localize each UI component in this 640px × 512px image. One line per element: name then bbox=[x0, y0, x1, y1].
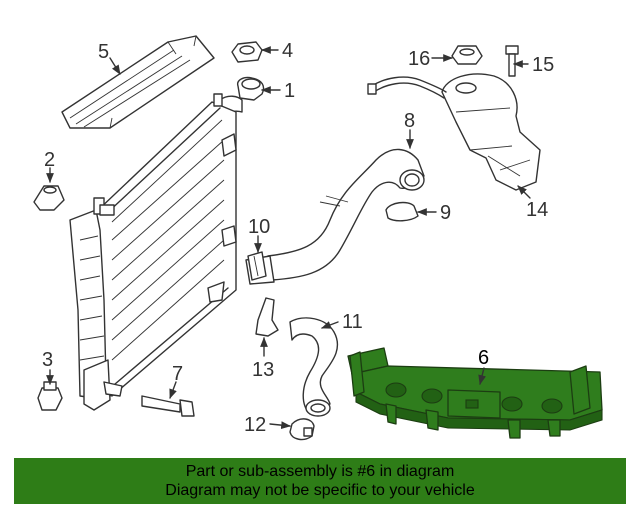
part-13-bracket bbox=[255, 297, 279, 337]
part-15-bolt bbox=[505, 45, 519, 77]
callout-7: 7 bbox=[172, 363, 183, 385]
callout-8: 8 bbox=[404, 110, 415, 132]
part-12-clamp bbox=[289, 418, 315, 441]
callout-labels: 5 4 1 2 3 6 7 8 9 10 11 12 13 14 15 16 bbox=[42, 40, 554, 436]
part-10-bracket bbox=[247, 251, 267, 281]
radiator bbox=[69, 93, 237, 411]
callout-9: 9 bbox=[440, 202, 451, 224]
part-9-clamp bbox=[385, 201, 419, 222]
callout-leaders bbox=[46, 46, 531, 430]
callout-10: 10 bbox=[248, 216, 270, 238]
part-4-cap bbox=[231, 41, 263, 63]
part-7-bolt bbox=[141, 395, 195, 417]
callout-2: 2 bbox=[44, 149, 55, 171]
callout-12: 12 bbox=[244, 414, 266, 436]
part-6-lower-deflector-highlighted bbox=[347, 347, 603, 439]
callout-3: 3 bbox=[42, 349, 53, 371]
callout-4: 4 bbox=[282, 40, 293, 62]
part-14-reservoir bbox=[367, 73, 541, 191]
part-3-isolator bbox=[37, 381, 63, 411]
callout-14: 14 bbox=[526, 199, 548, 221]
part-5-air-deflector bbox=[61, 35, 215, 129]
callout-16: 16 bbox=[408, 48, 430, 70]
part-11-lower-hose bbox=[289, 317, 339, 417]
part-2-grommet bbox=[33, 185, 65, 211]
callout-11: 11 bbox=[342, 311, 363, 333]
callout-5: 5 bbox=[98, 41, 109, 63]
banner-line-part-number: Part or sub-assembly is #6 in diagram bbox=[185, 463, 455, 480]
part-16-cap bbox=[451, 45, 483, 65]
callout-13: 13 bbox=[252, 359, 274, 381]
parts-diagram: 5 4 1 2 3 6 7 8 9 10 11 12 13 14 15 16 bbox=[33, 35, 603, 441]
callout-1: 1 bbox=[284, 80, 295, 102]
notice-banner: Part or sub-assembly is #6 in diagram Di… bbox=[14, 458, 626, 504]
callout-6: 6 bbox=[478, 347, 489, 369]
banner-line-disclaimer: Diagram may not be specific to your vehi… bbox=[165, 482, 475, 499]
callout-15: 15 bbox=[532, 54, 554, 76]
